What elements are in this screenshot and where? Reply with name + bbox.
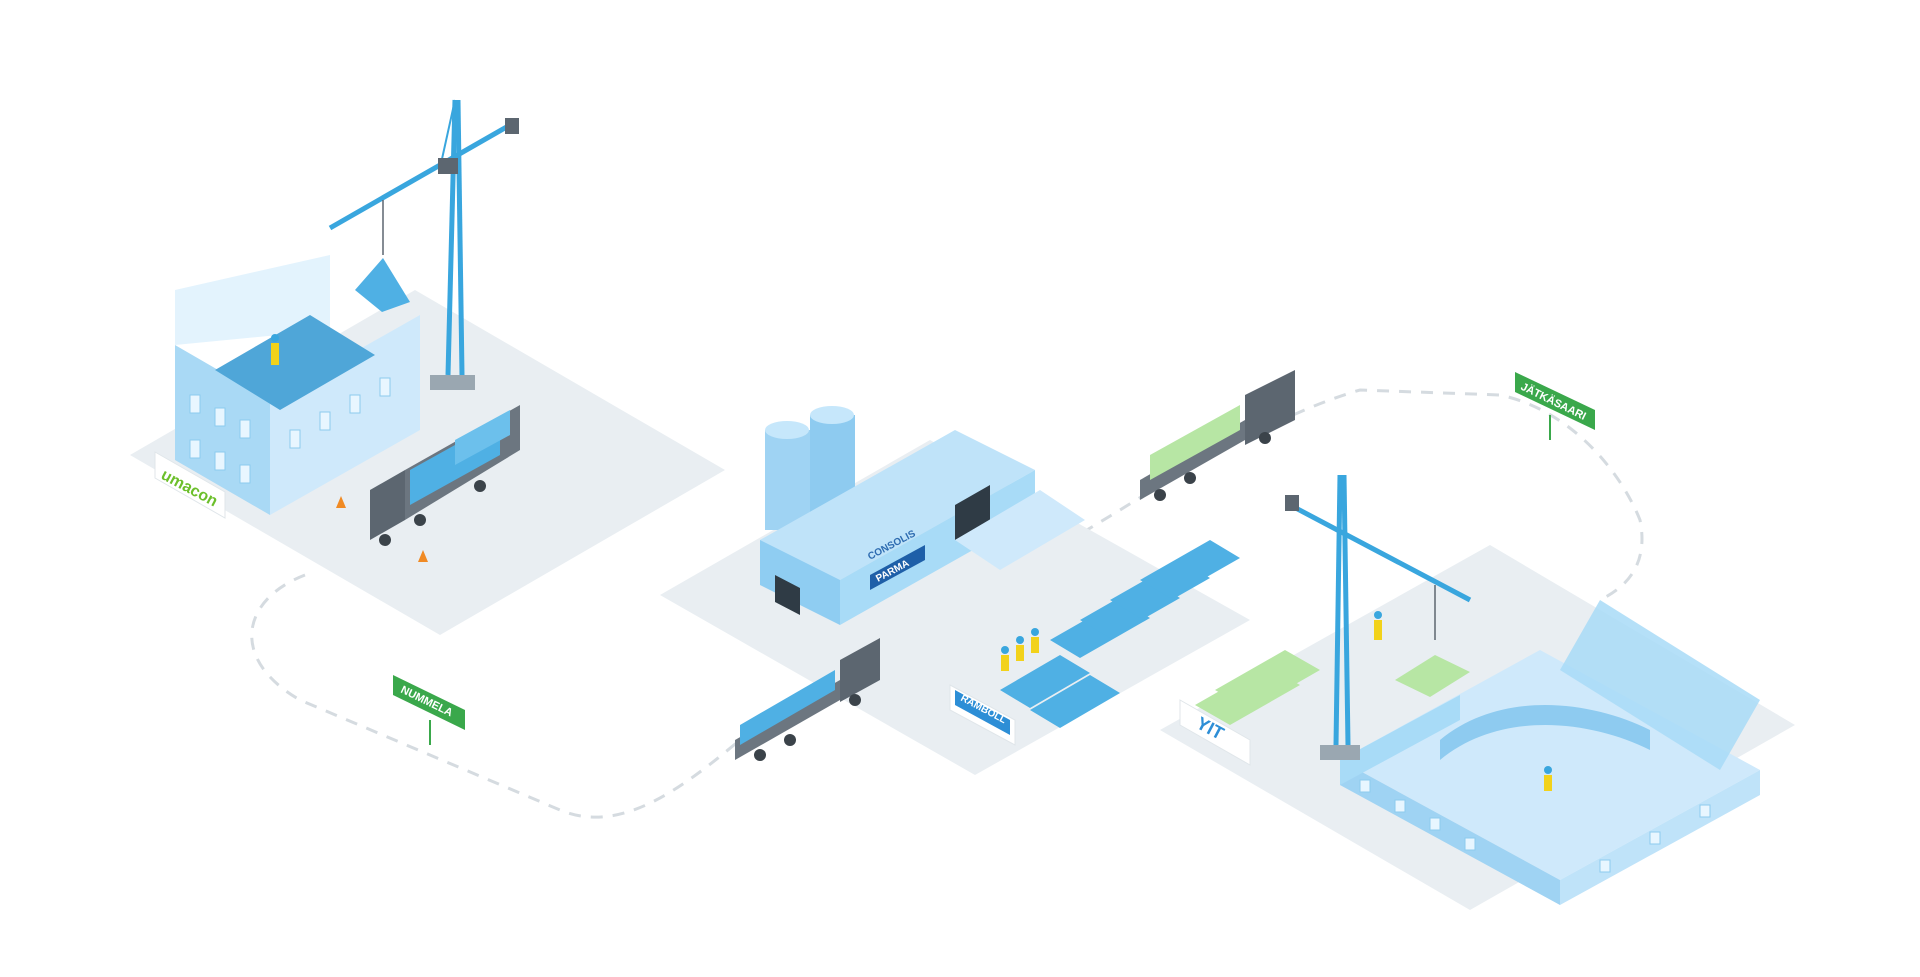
umacon-truck [370, 405, 520, 546]
traffic-cone-icon [336, 496, 428, 562]
yit-windows [1359, 779, 1711, 873]
umacon-building-back-wall [175, 255, 330, 345]
umacon-worker [271, 334, 279, 365]
yit-house-front-wall [1340, 760, 1560, 905]
concrete-slab-stacks [1000, 540, 1240, 728]
parma-door-left [775, 575, 800, 615]
parma-building-left [760, 540, 840, 625]
umacon-building-front-wall [270, 315, 420, 515]
umacon-windows [189, 377, 391, 484]
umacon-roof-slabs [215, 315, 375, 410]
green-slab-pile [1195, 650, 1320, 725]
parma-site: CONSOLIS PARMA RAMBOLL [660, 406, 1250, 775]
parma-ramp [955, 490, 1085, 570]
nummela-sign: NUMMELA [393, 675, 465, 745]
yit-crane [1285, 474, 1472, 760]
yit-curved-wall [1440, 705, 1650, 760]
umacon-site: umacon [130, 99, 725, 635]
yit-house-tall-wing [1560, 600, 1760, 770]
dashed-route-path [250, 388, 1644, 819]
parma-building-front [760, 430, 1035, 620]
yit-worker [1374, 611, 1552, 791]
jatkasaari-sign: JÄTKÄSAARI [1515, 372, 1595, 440]
umacon-crane [328, 99, 519, 390]
green-slab-truck [1140, 370, 1295, 501]
parma-door-right [955, 485, 990, 540]
yit-house-left-wall [1340, 695, 1460, 785]
parma-truck [735, 638, 880, 761]
parma-workers [1001, 628, 1039, 671]
yit-site: YIT [1160, 474, 1795, 910]
